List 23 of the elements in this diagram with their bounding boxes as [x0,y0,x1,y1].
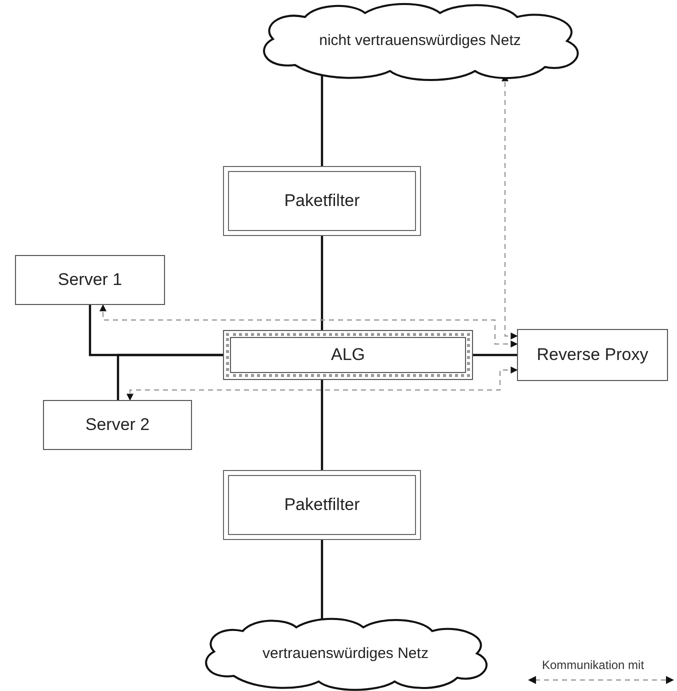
filter-box [223,166,421,236]
connector-line [320,380,324,470]
server-box [15,255,165,305]
node-label: Paketfilter [283,191,361,211]
node-label: vertrauenswürdiges Netz [262,644,430,662]
server-box [43,400,192,450]
node-label: Reverse Proxy [536,345,650,365]
dashed-arrow [100,304,518,348]
filter-box [223,470,421,540]
connector-line [320,540,324,621]
server-box [517,329,668,381]
connector-line [320,236,324,330]
node-label: Paketfilter [283,495,361,515]
legend-label: Kommunikation mit [542,658,644,672]
node-label: Server 2 [84,415,151,435]
node-label: ALG [330,345,366,365]
node-label: nicht vertrauenswürdiges Netz [318,32,522,49]
connector-line [473,354,517,356]
gateway-box [223,330,473,380]
node-label: Server 1 [56,270,124,290]
dashed-arrow [126,366,518,401]
connector-line [116,354,223,400]
connector-line [320,75,324,166]
